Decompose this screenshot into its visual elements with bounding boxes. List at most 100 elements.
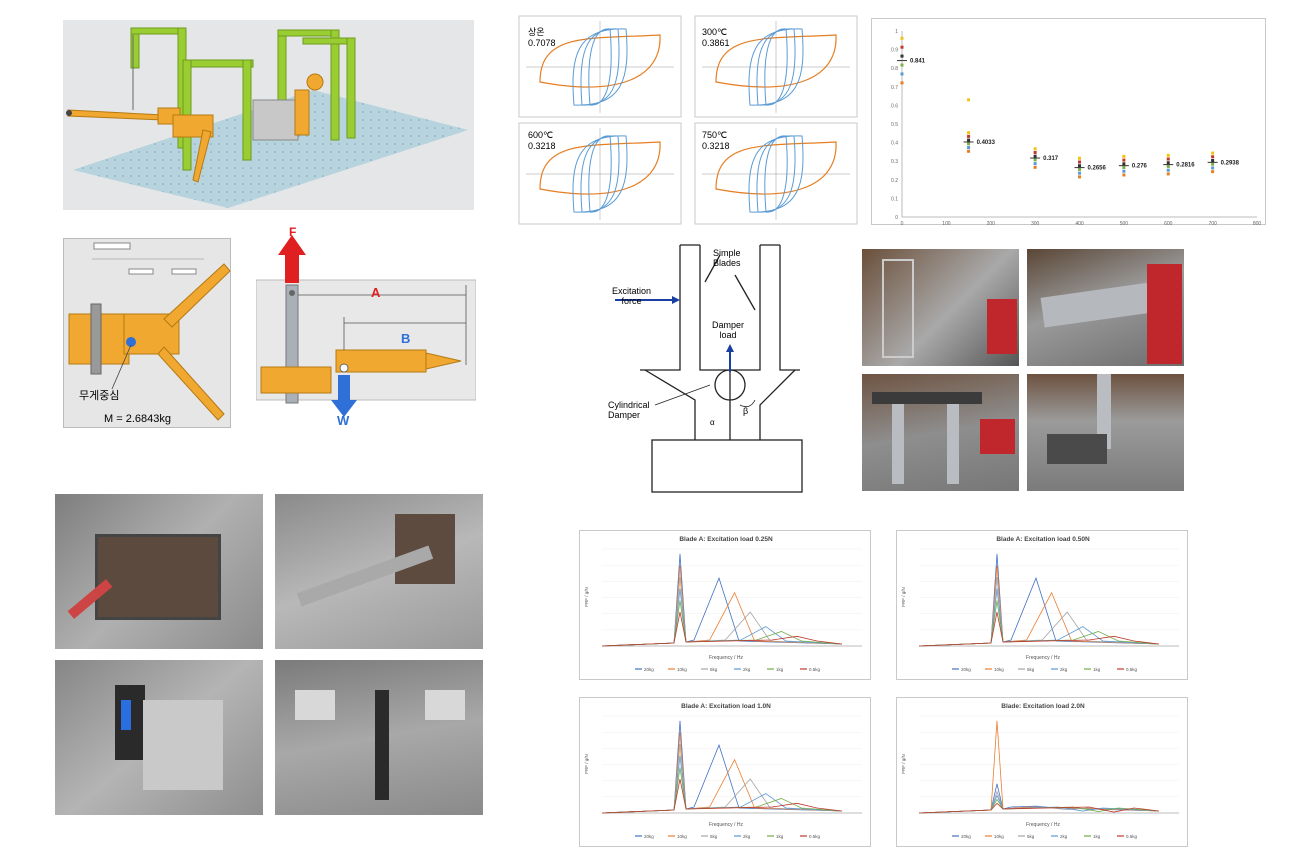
damper-line-1: Damper [712,320,745,330]
hyst-temp-3: 750℃ [702,130,728,140]
frf-legend-label: 1kg [1093,834,1101,839]
scatter-xtick: 300 [1031,221,1040,226]
frf-legend-label: 5kg [710,667,718,672]
frf-legend-label: 2kg [743,834,751,839]
frf-series-line [918,720,1160,814]
cog-view-panel: 무게중심 M = 2.6843kg [63,238,231,428]
scatter-xtick: 500 [1120,221,1129,226]
photo-damper-1 [55,494,263,649]
frf-plot-1: Blade A: Excitation load 0.50N Frequency … [901,536,1179,672]
cog-label: 무게중심 [79,390,120,402]
frf-series-line [601,778,843,814]
frf-legend-label: 2kg [1060,834,1068,839]
damper-line-2: load [719,330,737,340]
frf-title: Blade A: Excitation load 0.50N [996,536,1090,543]
hysteresis-label-3: 750℃ 0.3218 [702,130,730,152]
scatter-ytick: 0.9 [891,48,898,54]
weight-arrow [331,375,357,417]
frf-title: Blade A: Excitation load 0.25N [679,536,773,543]
hysteresis-cell-2 [518,122,682,225]
cyl-line-1: Cylindrical [608,400,650,410]
scatter-point [1211,162,1215,166]
frf-legend-label: 20kg [961,667,971,672]
cog-drawing [68,242,231,421]
scatter-point [967,98,971,102]
scatter-mean-label: 0.4033 [977,140,996,146]
scatter-mean-label: 0.2938 [1221,160,1240,166]
weight-label-w: W [337,413,350,428]
hysteresis-label-2: 600℃ 0.3218 [528,130,556,152]
frf-xlabel: Frequency / Hz [1026,655,1060,661]
scatter-point [1166,172,1170,176]
scatter-point [1078,167,1081,171]
scatter-point [1033,147,1037,151]
scatter-xtick: 600 [1164,221,1173,226]
frf-legend-label: 1kg [776,834,784,839]
frf-ylabel: FRF / g/N [584,754,589,774]
force-label-f: F [289,225,297,239]
frf-series-line [601,732,843,814]
hysteresis-loops [518,15,858,225]
scatter-ytick: 0.6 [891,103,898,109]
hyst-value-1: 0.3861 [702,38,730,48]
scatter-point [1166,168,1170,172]
beta-label: β [743,406,749,416]
scatter-xtick: 100 [942,221,951,226]
scatter-point [1122,166,1126,170]
excitation-force-label: Excitation force [612,286,651,306]
force-arrow [278,235,306,283]
scatter-mean-label: 0.2656 [1088,166,1107,172]
frf-xlabel: Frequency / Hz [709,822,743,828]
scatter-ytick: 0.7 [891,85,898,91]
frf-chart-2: Blade A: Excitation load 1.0N Frequency /… [579,697,871,847]
frf-series-line [918,600,1160,647]
scatter-point [1166,164,1170,168]
scatter-point [967,149,971,153]
frf-legend-label: 0.5kg [1126,667,1138,672]
photo-damper-3 [55,660,263,815]
damper-load-label: Damper load [712,320,744,340]
frf-plot-2: Blade A: Excitation load 1.0N Frequency /… [584,703,862,839]
photo-damper-4 [275,660,483,815]
scatter-xtick: 400 [1075,221,1084,226]
scatter-point [1078,171,1081,175]
frf-title: Blade A: Excitation load 1.0N [681,703,771,710]
frf-legend-label: 10kg [994,834,1004,839]
simple-blades-label: Simple Blades [713,248,741,268]
dim-label-b: B [401,331,411,346]
frf-legend-label: 10kg [677,834,687,839]
frf-legend-label: 10kg [994,667,1004,672]
frf-series-line [918,790,1160,814]
frf-series-line [601,600,843,647]
scatter-point [1166,157,1170,161]
damper-schematic [615,244,803,493]
frf-legend-label: 1kg [1093,667,1101,672]
scatter-point [1122,173,1126,177]
scatter-point [1033,158,1037,162]
frf-legend-label: 10kg [677,667,687,672]
hyst-value-2: 0.3218 [528,141,556,151]
force-diagram [255,235,477,417]
frf-legend-label: 0.5kg [809,667,821,672]
scatter-point [967,142,971,146]
hysteresis-cell-3 [694,122,858,225]
scatter-ytick: 0 [895,215,898,221]
scatter-point [1033,162,1037,166]
scatter-point [1166,161,1170,165]
frf-legend-label: 0.5kg [1126,834,1138,839]
frf-legend-label: 20kg [644,667,654,672]
frf-ylabel: FRF / g/N [584,587,589,607]
scatter-ytick: 0.4 [891,141,898,147]
hysteresis-cell-0 [518,15,682,118]
scatter-mean-label: 0.841 [910,59,926,65]
frf-legend-label: 5kg [1027,667,1035,672]
scatter-point [900,36,904,40]
frf-legend-label: 20kg [644,834,654,839]
scatter-ytick: 0.5 [891,122,898,128]
frf-ylabel: FRF / g/N [901,754,906,774]
frf-legend-label: 20kg [961,834,971,839]
frf-chart-1: Blade A: Excitation load 0.50N Frequency … [896,530,1188,680]
